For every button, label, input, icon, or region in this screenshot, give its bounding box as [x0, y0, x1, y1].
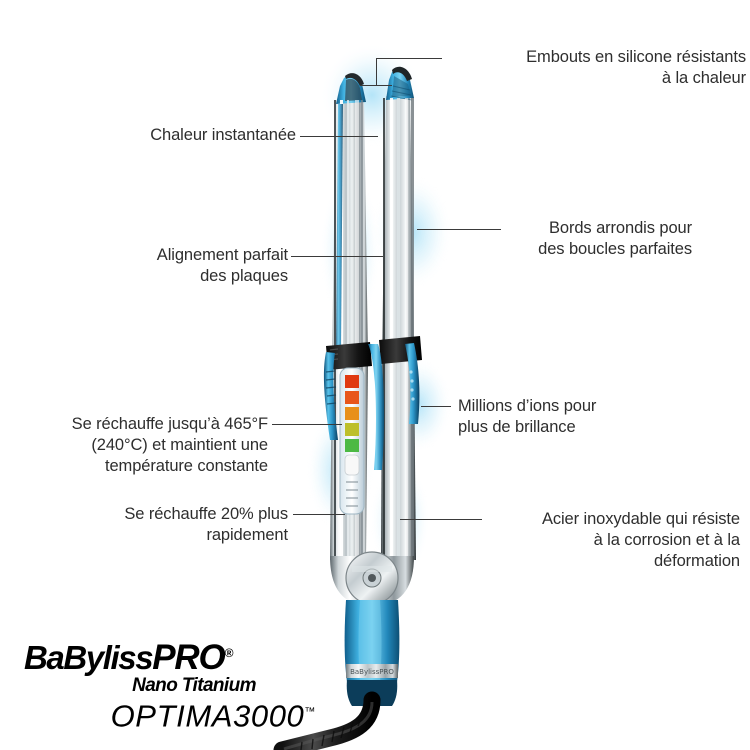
- product-glow: [306, 43, 452, 580]
- brand-name-pro: PRO: [152, 638, 225, 677]
- callout-faster-heat: Se réchauffe 20% plus rapidement: [124, 505, 288, 544]
- brand-sub-line: Nano Titanium: [132, 675, 256, 696]
- handle-base: BaBylissPRO: [344, 600, 400, 706]
- leader-line-ions: [421, 406, 451, 407]
- leader-line-faster-heat: [293, 514, 345, 515]
- leader-line-silicone-tips-drop: [376, 58, 377, 85]
- callout-plate-alignment: Alignement parfait des plaques: [156, 246, 288, 285]
- registered-mark-icon: ®: [224, 646, 234, 660]
- leader-line-temperature: [272, 424, 342, 425]
- trademark-mark-icon: ™: [304, 706, 316, 718]
- leader-line-instant-heat: [300, 136, 378, 137]
- callout-instant-heat: Chaleur instantanée: [150, 126, 296, 144]
- leader-line-plate-alignment: [291, 256, 383, 257]
- callout-ions: Millions d’ions pour plus de brillance: [458, 397, 597, 436]
- brand-model-line: OPTIMA3000™: [82, 696, 344, 732]
- callout-rounded-edges: Bords arrondis pour des boucles parfaite…: [538, 219, 692, 258]
- leader-line-silicone-tips-bracket: [360, 85, 392, 86]
- brand-logo-line-1: BaBylissPRO®: [24, 636, 324, 675]
- leader-line-rounded-edges: [417, 229, 501, 230]
- callout-stainless-steel: Acier inoxydable qui résiste à la corros…: [541, 510, 740, 570]
- leader-line-silicone-tips: [376, 58, 442, 59]
- leader-line-stainless-steel: [400, 519, 482, 520]
- temperature-indicator-panel: [339, 367, 365, 515]
- brand-name-main: BaByliss: [24, 639, 154, 676]
- callout-temperature: Se réchauffe jusqu’à 465°F (240°C) et ma…: [71, 415, 268, 475]
- pivot-knob: [330, 551, 414, 606]
- grip-bands: [323, 336, 422, 470]
- brand-logo: BaBylissPRO® Nano Titanium OPTIMA3000™: [24, 636, 324, 732]
- power-cord: [273, 691, 381, 750]
- brand-model: OPTIMA3000: [110, 698, 305, 734]
- callout-silicone-tips: Embouts en silicone résistants à la chal…: [526, 48, 746, 87]
- svg-text:BaBylissPRO: BaBylissPRO: [350, 668, 394, 676]
- straightener-right-arm: [381, 66, 416, 560]
